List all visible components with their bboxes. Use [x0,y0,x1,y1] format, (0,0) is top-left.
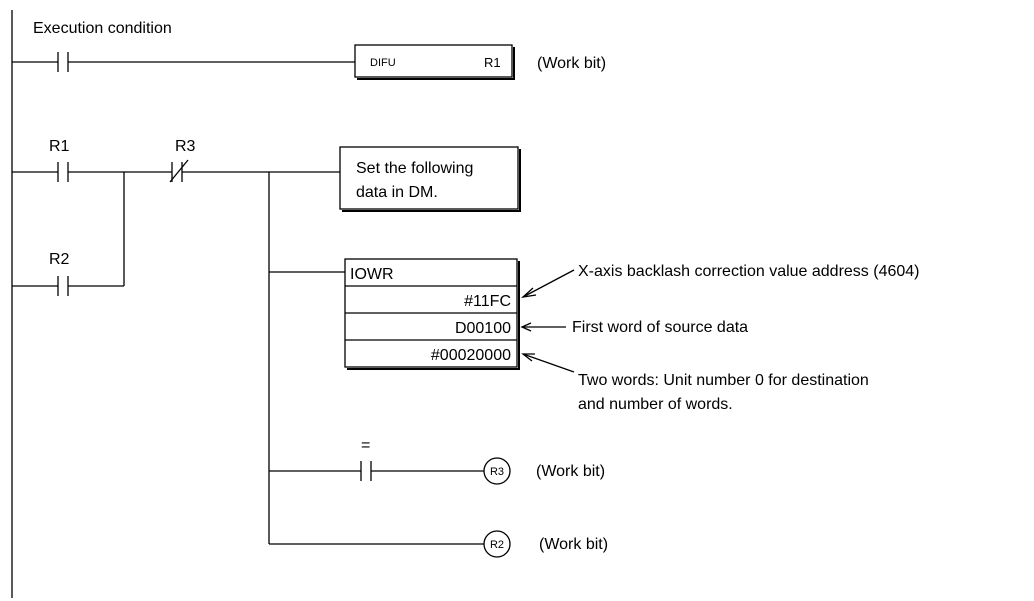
set-data-line-1: Set the following [356,160,473,177]
iowr-operand-source: D00100 [455,320,511,337]
destination-annotation-line-1: Two words: Unit number 0 for destination [578,372,869,389]
difu-work-bit-note: (Work bit) [537,55,606,72]
equals-flag-label: = [361,437,370,454]
r1-contact-label: R1 [49,138,70,155]
set-data-line-2: data in DM. [356,184,438,201]
r1-contact [12,162,172,182]
difu-instruction-box: DIFU R1 [354,44,515,80]
r3-output-coil: R3 [483,457,511,485]
execution-condition-label: Execution condition [33,20,172,37]
address-annotation-leader [520,269,575,298]
r2-contact-label: R2 [49,251,70,268]
r3-coil-label: R3 [490,466,504,478]
r3-contact-label: R3 [175,138,196,155]
equals-flag-contact [269,461,484,481]
iowr-label: IOWR [350,266,394,283]
iowr-operand-destination: #00020000 [431,347,511,364]
source-annotation-leader [520,322,566,332]
r3-coil-work-bit-note: (Work bit) [536,463,605,480]
r2-coil-label: R2 [490,539,504,551]
iowr-operand-control: #11FC [464,293,511,310]
difu-label: DIFU [370,57,396,69]
difu-operand: R1 [484,55,501,70]
address-annotation: X-axis backlash correction value address… [578,263,920,280]
r2-coil-work-bit-note: (Work bit) [539,536,608,553]
destination-annotation-leader [521,353,575,373]
iowr-instruction-box: IOWR #11FC D00100 #00020000 [344,258,520,370]
execution-condition-contact [12,52,355,72]
r2-contact [12,276,124,296]
source-annotation: First word of source data [572,319,748,336]
r3-nc-contact [169,159,340,183]
set-data-box: Set the following data in DM. [339,146,521,212]
r2-output-coil: R2 [483,530,511,558]
destination-annotation-line-2: and number of words. [578,396,733,413]
